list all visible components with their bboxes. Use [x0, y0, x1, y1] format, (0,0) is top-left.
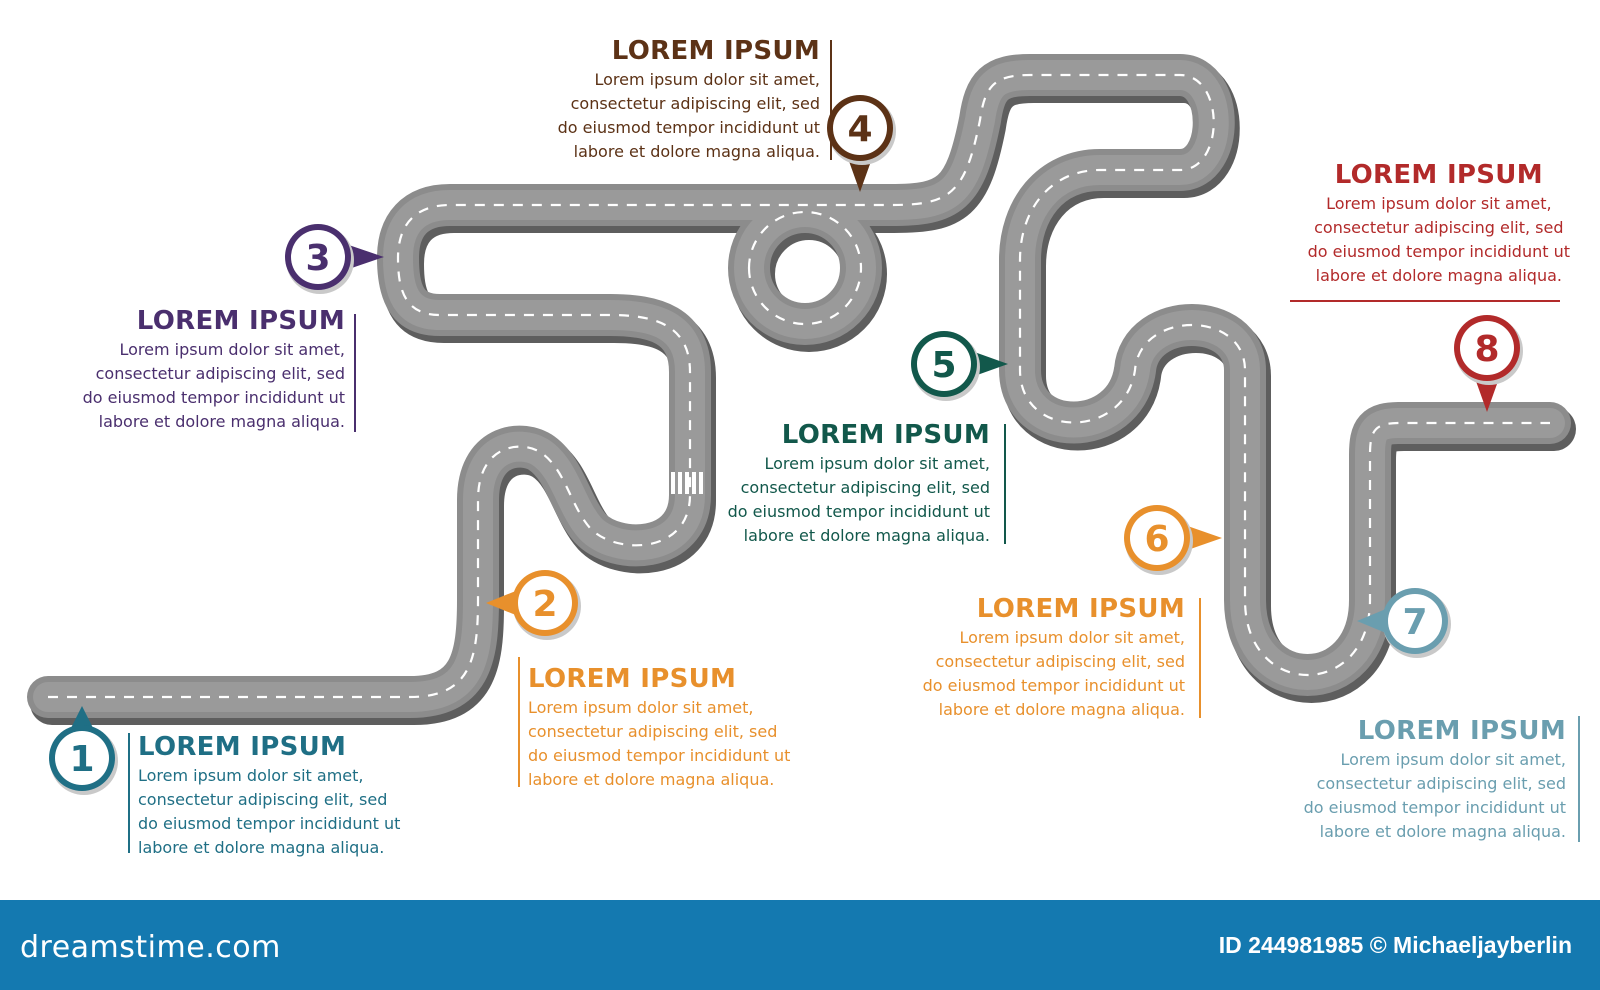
step-7-divider: [1578, 716, 1580, 842]
step-3-number: 3: [305, 238, 330, 279]
step-1-number: 1: [69, 739, 94, 780]
step-6-text: LOREM IPSUM Lorem ipsum dolor sit amet, …: [923, 594, 1195, 722]
step-6-divider: [1199, 598, 1201, 718]
winding-road-diagram: 1 2 3 4 5 6 7 8: [0, 0, 1600, 795]
step-2-body: Lorem ipsum dolor sit amet, consectetur …: [528, 698, 791, 789]
step-7-title: LOREM IPSUM: [1357, 716, 1566, 746]
footer-bar: dreamstime.com ID 244981985 © Michaeljay…: [0, 900, 1600, 990]
step-4-pin: 4: [827, 95, 896, 192]
step-7-number: 7: [1402, 602, 1427, 643]
step-5-text: LOREM IPSUM Lorem ipsum dolor sit amet, …: [728, 420, 1000, 548]
step-3-body: Lorem ipsum dolor sit amet, consectetur …: [82, 340, 345, 431]
step-5-pin: 5: [911, 331, 1008, 401]
pin-face: [1388, 594, 1442, 648]
step-1-body: Lorem ipsum dolor sit amet, consectetur …: [138, 766, 401, 857]
step-7-pin: 7: [1357, 588, 1451, 658]
step-2-text: LOREM IPSUM Lorem ipsum dolor sit amet, …: [518, 664, 790, 792]
step-2-divider: [518, 657, 520, 787]
step-4-number: 4: [847, 109, 872, 150]
step-8-title: LOREM IPSUM: [1334, 160, 1543, 190]
step-5-body: Lorem ipsum dolor sit amet, consectetur …: [727, 454, 990, 545]
step-2-pin: 2: [486, 570, 581, 640]
pin-face: [917, 337, 971, 391]
step-8-divider: [1290, 300, 1560, 302]
step-3-text: LOREM IPSUM Lorem ipsum dolor sit amet, …: [83, 306, 355, 434]
pin-face: [291, 230, 345, 284]
step-8-text: LOREM IPSUM Lorem ipsum dolor sit amet, …: [1308, 160, 1570, 288]
footer-credit: ID 244981985 © Michaeljayberlin: [1218, 932, 1572, 958]
step-5-divider: [1004, 424, 1006, 544]
step-1-title: LOREM IPSUM: [138, 732, 347, 762]
step-2-number: 2: [532, 584, 557, 625]
step-7-text: LOREM IPSUM Lorem ipsum dolor sit amet, …: [1304, 716, 1576, 844]
pin-face: [1460, 321, 1514, 375]
step-4-divider: [830, 40, 832, 160]
step-7-body: Lorem ipsum dolor sit amet, consectetur …: [1303, 750, 1566, 841]
step-5-title: LOREM IPSUM: [781, 420, 990, 450]
step-3-divider: [354, 314, 356, 432]
step-2-title: LOREM IPSUM: [528, 664, 737, 694]
step-8-pin: 8: [1454, 315, 1523, 412]
step-1-pin: 1: [49, 706, 118, 795]
step-6-title: LOREM IPSUM: [976, 594, 1185, 624]
step-3-pin: 3: [285, 224, 384, 294]
step-4-text: LOREM IPSUM Lorem ipsum dolor sit amet, …: [558, 36, 830, 164]
step-1-divider: [128, 733, 130, 853]
step-6-body: Lorem ipsum dolor sit amet, consectetur …: [922, 628, 1185, 719]
step-3-title: LOREM IPSUM: [136, 306, 345, 336]
footer-logo[interactable]: dreamstime.com: [20, 930, 281, 965]
crosswalk: [671, 472, 703, 494]
step-4-title: LOREM IPSUM: [611, 36, 820, 66]
pin-face: [1130, 511, 1184, 565]
step-4-body: Lorem ipsum dolor sit amet, consectetur …: [557, 70, 820, 161]
step-6-number: 6: [1144, 519, 1169, 560]
pin-face: [55, 731, 109, 785]
pin-face: [833, 101, 887, 155]
step-8-body: Lorem ipsum dolor sit amet, consectetur …: [1307, 194, 1570, 285]
step-6-pin: 6: [1124, 505, 1222, 575]
step-1-text: LOREM IPSUM Lorem ipsum dolor sit amet, …: [128, 732, 400, 860]
step-5-number: 5: [931, 345, 956, 386]
step-8-number: 8: [1474, 329, 1499, 370]
pin-face: [518, 576, 572, 630]
